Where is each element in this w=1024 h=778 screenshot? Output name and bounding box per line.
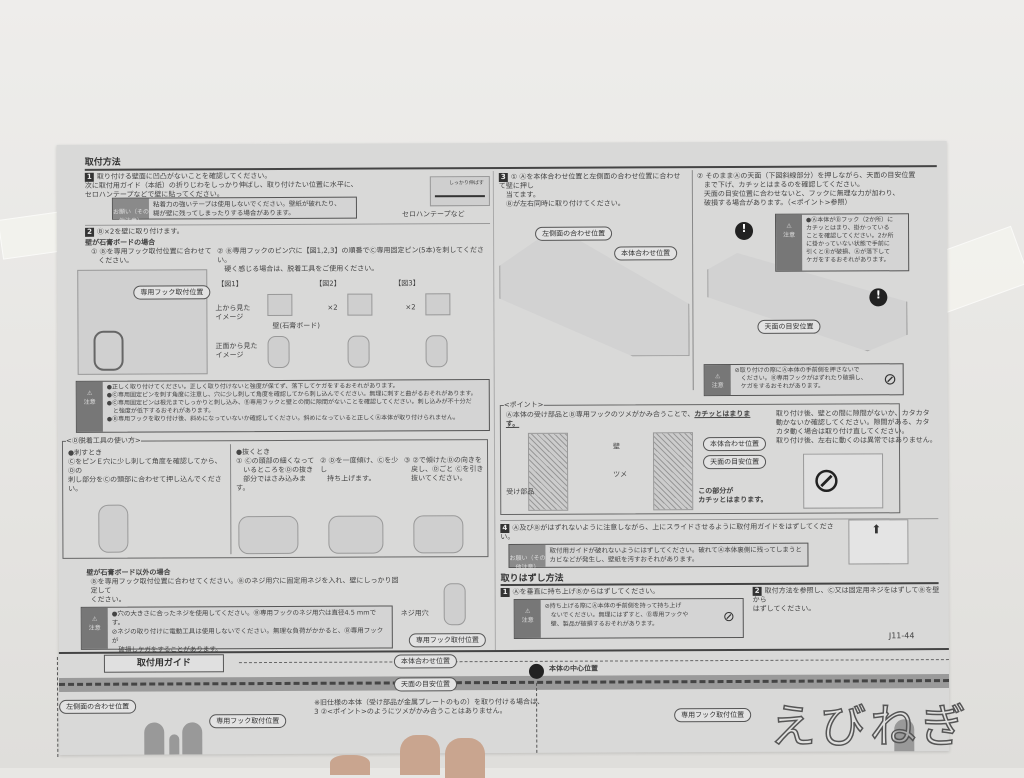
- point-title: <ポイント>: [503, 400, 544, 410]
- point-text: Ⓐ本体の受け部品とⒷ専用フックのツメがかみ合うことで、カチッとはまります。: [505, 409, 751, 428]
- non-gypsum-text: Ⓑを専用フック取付位置に合わせてください。Ⓑのネジ用穴に固定用ネジを入れ、壁にし…: [90, 576, 399, 604]
- tape-figure: しっかり伸ばす: [429, 176, 490, 207]
- screw-hole-label: ネジ用穴: [400, 609, 429, 618]
- guide-title: 取付用ガイド: [103, 654, 224, 673]
- fig1-label: 【図1】: [217, 280, 243, 289]
- guide-top-pos: 天面の目安位置: [394, 677, 458, 692]
- top-pos-label: 天面の目安位置: [703, 454, 767, 470]
- wall-label: 壁: [612, 442, 621, 451]
- top-view-label: 上から見た イメージ: [215, 304, 251, 322]
- watermark: えびねぎ: [769, 698, 970, 754]
- tool-figure: [98, 504, 129, 553]
- step3-c2: ② そのままⒶの天面（下図斜線部分）を押しながら、天面の目安位置 まで下げ、カチ…: [696, 171, 916, 208]
- fig3-label: 【図3】: [394, 279, 420, 288]
- finger: [330, 755, 370, 775]
- alert-icon: !: [869, 288, 888, 307]
- hook-mark: [169, 734, 180, 755]
- hook-front-figure: [425, 335, 448, 368]
- non-gypsum-heading: 壁が石膏ボード以外の場合: [86, 568, 171, 577]
- insert-text: ⒸをピンＥ穴に少し刺して角度を確認してから、Ⓓの 刺し部分をⒸの頭部に合わせて押…: [68, 457, 222, 493]
- fig2-label: 【図2】: [315, 279, 341, 288]
- insert-heading: ●刺すとき: [67, 448, 103, 457]
- remove-step1: ① Ⓒの頭部の細くなって いるところをⒹの抜き 部分ではさみ込みます。: [236, 456, 315, 493]
- guide-hook: 専用フック取付位置: [209, 713, 287, 729]
- document-code: J11-44: [888, 631, 915, 641]
- pin-figure: [425, 293, 451, 316]
- tool-figure: [328, 515, 384, 554]
- no-gap-figure: ⊘: [803, 453, 884, 509]
- front-view-label: 正面から見た イメージ: [215, 342, 258, 360]
- gypsum-heading: 壁が石膏ボードの場合: [85, 238, 156, 247]
- wall-hatch-figure: [527, 432, 569, 511]
- fold-line: [492, 171, 496, 652]
- finger: [400, 735, 440, 775]
- body-pos-label: 本体合わせ位置: [614, 246, 678, 261]
- guide-note: ※旧仕様の本体（受け部品が金属プレートのもの）を取り付ける場合は、 3 ②<ポイ…: [314, 697, 545, 716]
- click-label: この部分が カチッとはまります。: [698, 486, 768, 505]
- step3-caution2: ⚠注意⊘取り付けの際にⒶ本体の手前側を押さないで ください。Ⓑ専用フックがはずれ…: [703, 363, 904, 397]
- alert-icon: !: [735, 221, 754, 240]
- wall-hatch-figure: [652, 432, 694, 511]
- claw-label: ツメ: [613, 470, 628, 479]
- x2-label: ×2: [405, 303, 416, 312]
- remove-step3: ③ ②で傾けたⒹの向きを 戻し、Ⓓごと Ⓒを引き 抜いてください。: [404, 456, 484, 483]
- hook-mark: [144, 722, 165, 755]
- body-pos-label: 本体合わせ位置: [702, 436, 767, 452]
- divider: [691, 170, 694, 391]
- step2-c1: ① Ⓑを専用フック取付位置に合わせて ください。: [91, 247, 212, 265]
- prohibit-icon: ⊘: [883, 369, 897, 389]
- non-gypsum-caution: ⚠注意●穴の大きさに合ったネジを使用してください。Ⓑ専用フックのネジ用穴は直径4…: [80, 605, 393, 654]
- arrow-up-icon: ⬆: [871, 522, 882, 537]
- caution-box: ⚠注意 ●正しく取り付けてください。正しく取り付けないと強度が保てず、落下してケ…: [75, 379, 490, 433]
- tool-figure: [238, 515, 299, 555]
- wall-label: 壁(石膏ボード): [272, 321, 320, 331]
- guide-body-pos: 本体合わせ位置: [393, 654, 457, 669]
- remove-guide-figure: ⬆: [848, 519, 909, 565]
- center-line: [536, 682, 538, 753]
- prohibit-icon: ⊘: [722, 608, 735, 626]
- pin-figure: [347, 293, 373, 316]
- divider: [84, 165, 937, 171]
- recv-label: 受け部品: [506, 487, 535, 496]
- pin-figure: [267, 293, 293, 317]
- body-pos-line: [238, 659, 949, 664]
- remove-heading: ●抜くとき: [235, 448, 271, 457]
- center-marker-icon: [528, 663, 545, 679]
- finger: [445, 738, 485, 778]
- left-line: [56, 656, 59, 757]
- tool-title: <Ⓓ脱着工具の使い方>: [65, 436, 141, 446]
- step4-note: お願い（その他注意）取付用ガイドが破れないようにはずしてください。破れてⒶ本体裏…: [508, 542, 809, 571]
- hook-front-figure: [267, 335, 290, 369]
- left-side-label: 左側面の合わせ位置: [535, 226, 613, 241]
- step3-caution: ⚠注意●Ⓐ本体がⒷフック（2か所）に カチッとはまり、掛かっている ことを確認し…: [774, 213, 910, 272]
- tool-figure: [413, 515, 464, 554]
- x2-label: ×2: [327, 303, 338, 312]
- fig-label: セロハンテープなど: [401, 210, 465, 219]
- guide-hook-right: 専用フック取付位置: [674, 707, 752, 723]
- screw-figure: [443, 583, 466, 626]
- hook-front-figure: [347, 335, 370, 368]
- hook-mark: [182, 722, 203, 755]
- removal-title: 取りはずし方法: [500, 573, 564, 585]
- remove-step2: ② Ⓓを一度傾け、Ⓒを少し 持ち上げます。: [320, 456, 399, 483]
- install-title: 取付方法: [84, 157, 121, 168]
- step2-c2: ② Ⓑ専用フックのピン穴に【図1,2,3】の順番でⒸ専用固定ピン(5本)を刺して…: [217, 246, 484, 274]
- step1-note: お願い（その他注意）粘着力の強いテープは使用しないでください。壁紙が破れたり、 …: [111, 196, 357, 225]
- guide-center: 本体の中心位置: [548, 664, 598, 673]
- hook-position-label: 専用フック取付位置: [408, 633, 486, 648]
- divider: [85, 223, 491, 226]
- hook-figure: 専用フック取付位置: [77, 269, 211, 375]
- guide-left-side: 左側面の合わせ位置: [59, 699, 137, 714]
- point-side-text: 取り付け後、壁との間に隙間がないか、カタカタ 動かないか確認してください。隙間が…: [775, 409, 937, 445]
- removal-caution: ⚠注意⊘持ち上げる際にⒶ本体の手前側を持って持ち上げ ないでください。無理にはず…: [513, 597, 744, 639]
- prohibit-icon: ⊘: [812, 460, 841, 501]
- top-pos-label: 天面の目安位置: [757, 319, 821, 334]
